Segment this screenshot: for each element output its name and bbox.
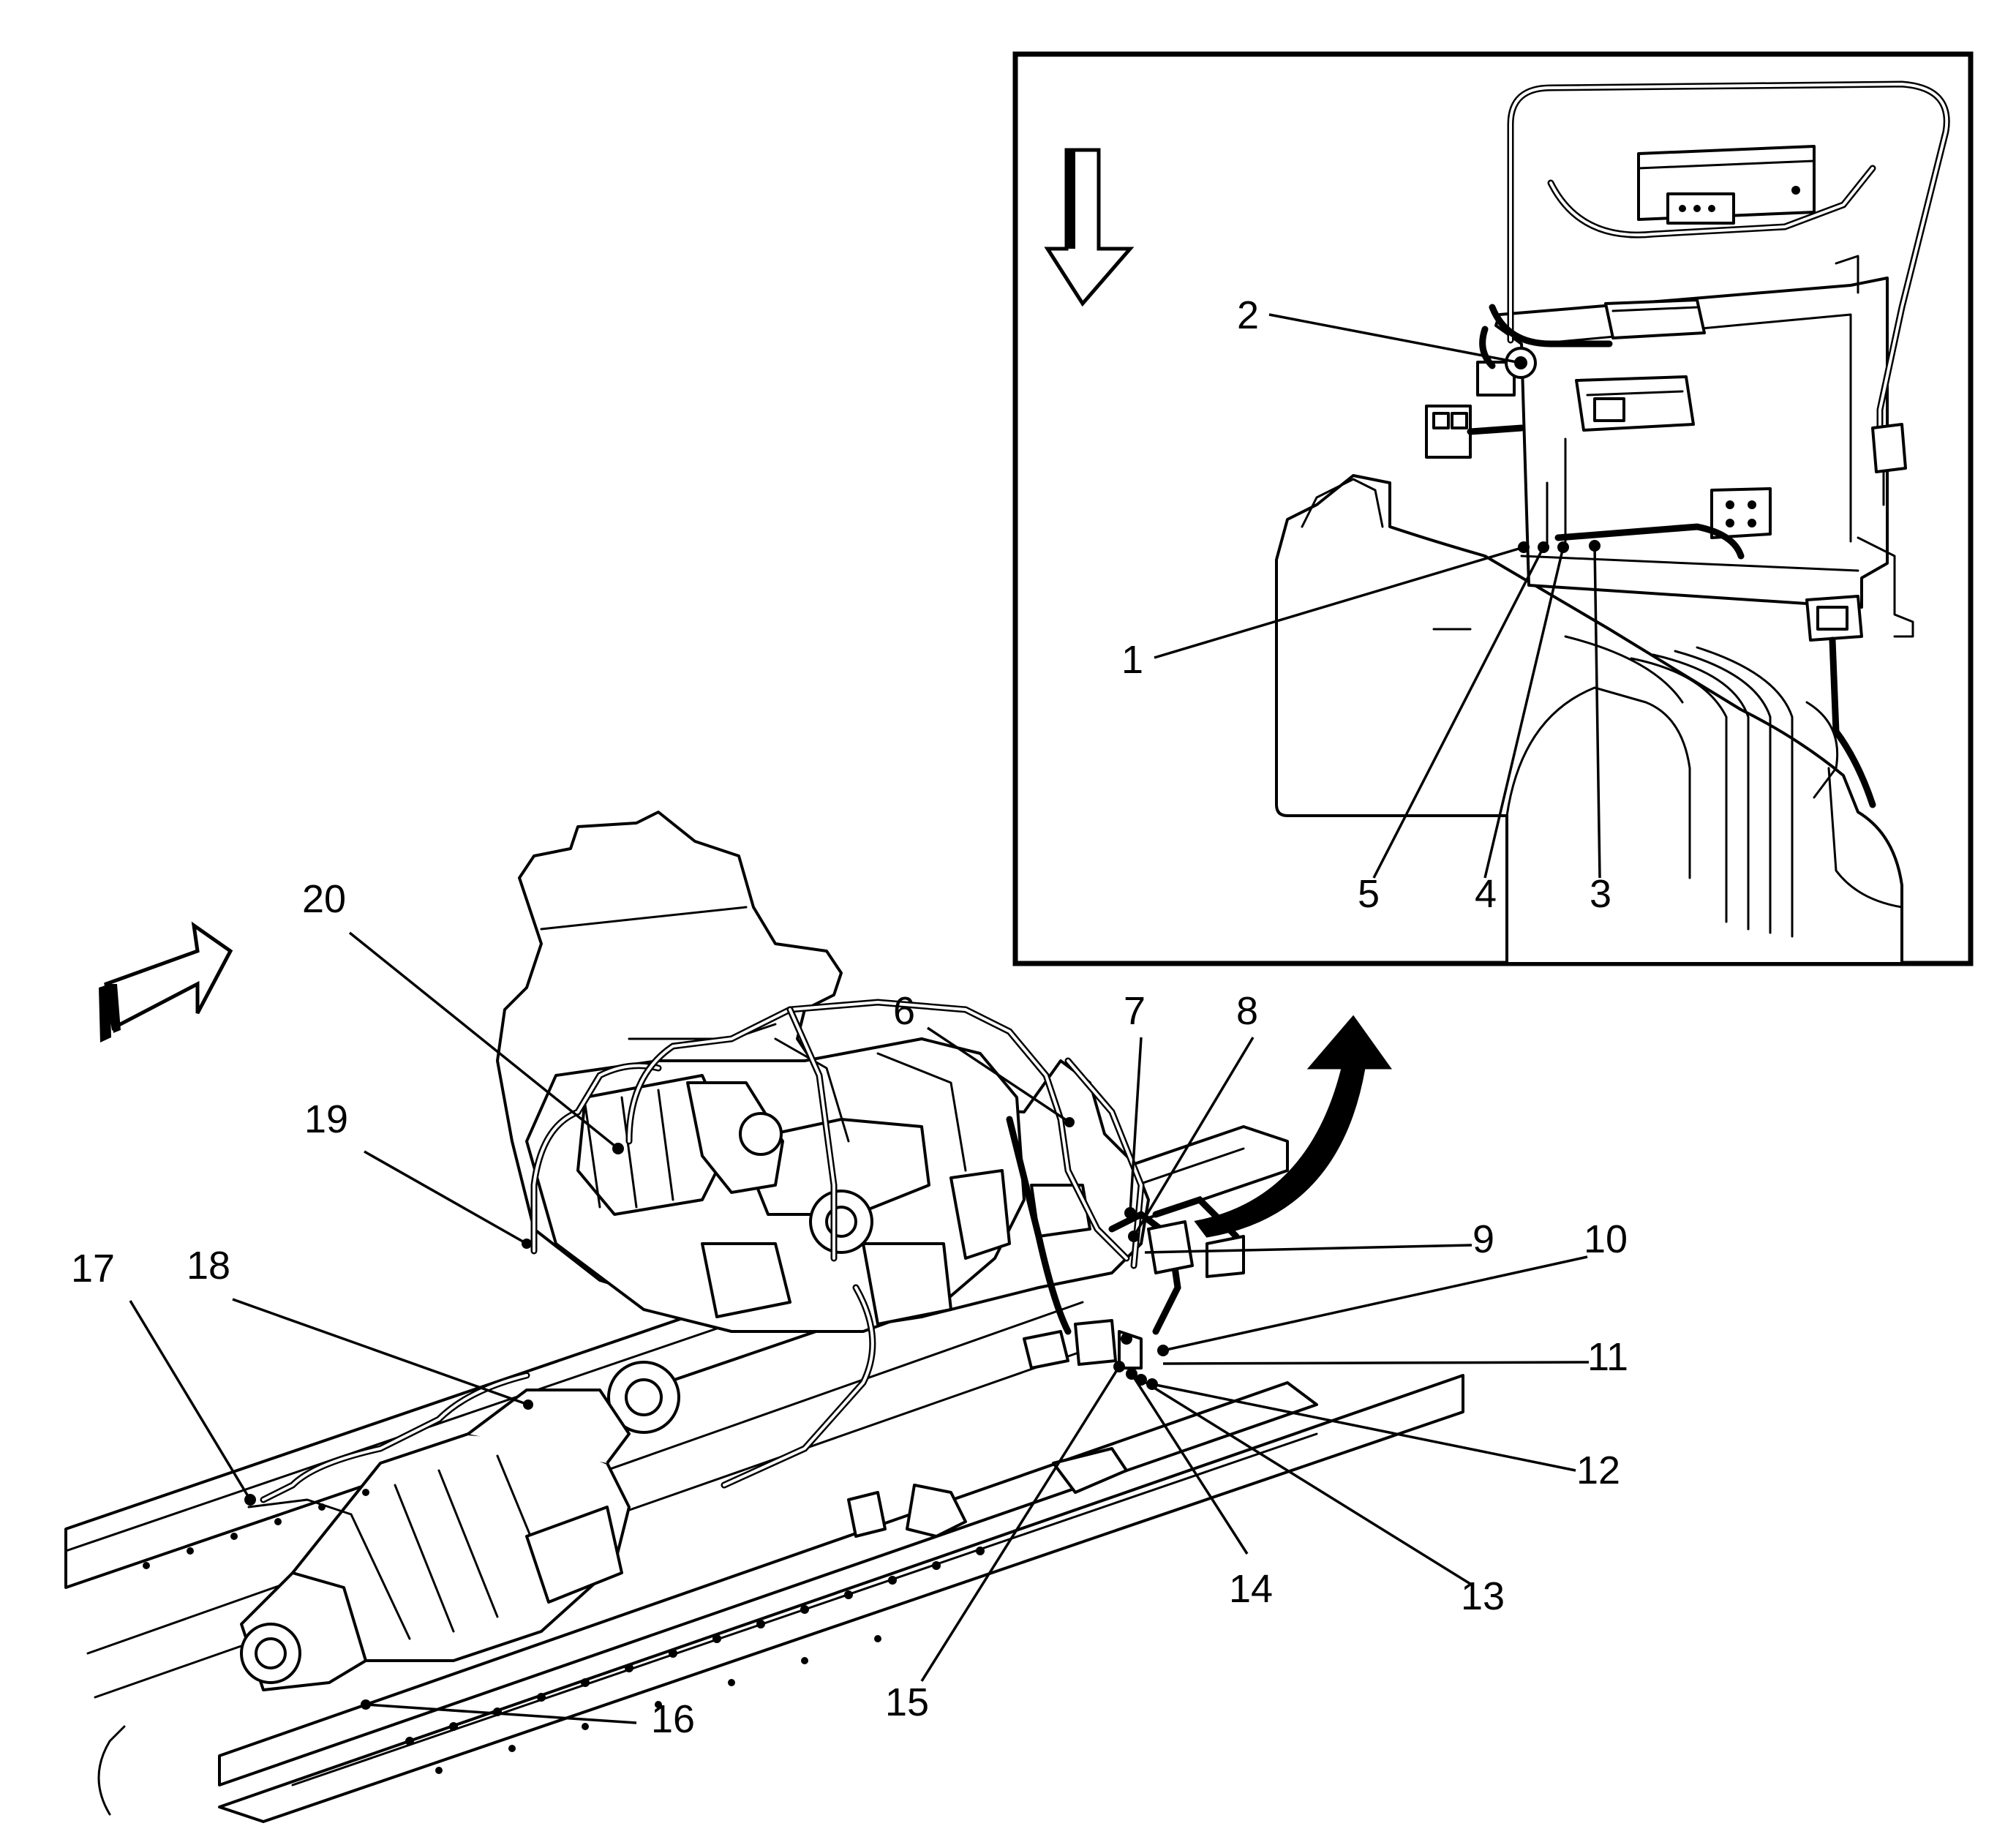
callout-labels: 1 2 3 4 5 6 7 8 9 10 11 12 13 14 15 16 1… xyxy=(71,293,1628,1741)
callout-15: 15 xyxy=(885,1680,929,1724)
inset-detail-view xyxy=(1012,51,1974,966)
control-module xyxy=(1637,145,1816,225)
forward-direction-arrow-icon xyxy=(99,921,233,1042)
callout-7: 7 xyxy=(1124,989,1146,1033)
callout-18: 18 xyxy=(187,1244,230,1288)
inset-connector-g xyxy=(1871,423,1907,506)
engine-wiring-harness xyxy=(97,999,1240,1816)
callout-13: 13 xyxy=(1461,1574,1505,1618)
curved-detail-arrow-icon xyxy=(1194,1015,1392,1238)
callout-8: 8 xyxy=(1236,989,1258,1033)
callout-16: 16 xyxy=(651,1697,695,1741)
inset-connector-d xyxy=(1425,405,1525,459)
callout-14: 14 xyxy=(1229,1567,1273,1611)
engine-block xyxy=(525,1037,1091,1434)
callout-19: 19 xyxy=(304,1097,348,1141)
fuel-tank xyxy=(1275,474,1903,965)
callout-2: 2 xyxy=(1237,293,1259,337)
callout-9: 9 xyxy=(1472,1217,1494,1261)
callout-10: 10 xyxy=(1584,1217,1628,1261)
callout-3: 3 xyxy=(1590,872,1611,916)
callout-11: 11 xyxy=(1587,1335,1628,1379)
callout-17: 17 xyxy=(71,1247,115,1290)
callout-1: 1 xyxy=(1121,638,1143,682)
down-direction-arrow-icon xyxy=(1044,148,1135,307)
inset-connector-b xyxy=(1575,375,1695,432)
inset-connector-f xyxy=(1805,595,1876,808)
callout-4: 4 xyxy=(1475,872,1497,916)
inset-connector-e xyxy=(1476,326,1516,397)
inset-connector-c xyxy=(1710,487,1772,539)
transmission xyxy=(240,1389,631,1691)
callout-6: 6 xyxy=(893,989,915,1033)
callout-12: 12 xyxy=(1576,1449,1620,1492)
main-assembly-view xyxy=(64,811,1464,1823)
inset-connector-a xyxy=(1604,298,1706,339)
callout-leader-lines xyxy=(129,313,1601,1724)
callout-5: 5 xyxy=(1358,872,1380,916)
callout-20: 20 xyxy=(302,877,346,921)
